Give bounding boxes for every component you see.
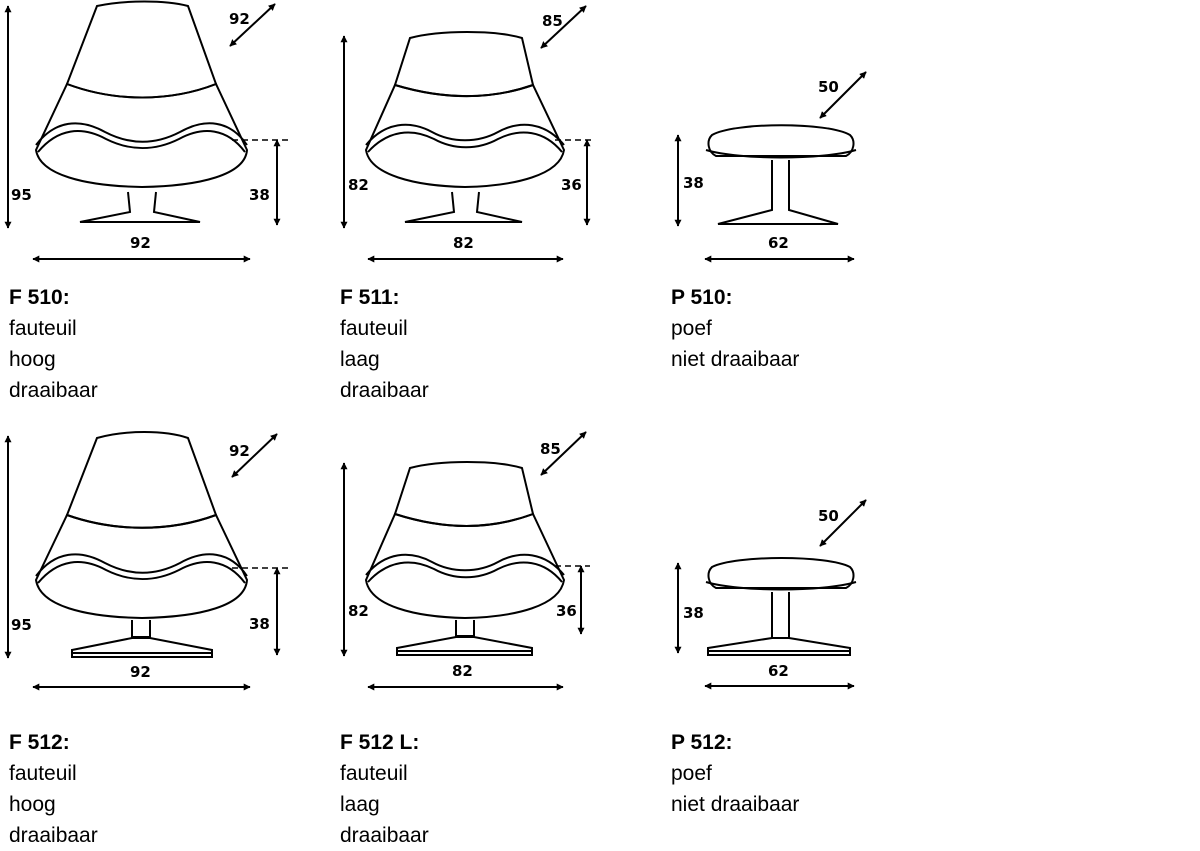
description-line: hoog — [9, 793, 56, 816]
depth-label: 50 — [818, 78, 839, 96]
description-line: niet draaibaar — [671, 793, 800, 816]
caption-p512: P 512: poef niet draaibaar — [671, 727, 799, 820]
chair-f512l-drawing — [364, 461, 566, 656]
width-label: 62 — [768, 234, 789, 252]
width-label: 82 — [452, 662, 473, 680]
height-label: 38 — [683, 174, 704, 192]
product-code: P 510: — [671, 286, 733, 309]
description-line: draaibaar — [340, 379, 429, 402]
description-line: draaibaar — [340, 824, 429, 847]
description-line: draaibaar — [9, 824, 98, 847]
chair-f511-drawing — [364, 31, 566, 223]
caption-f511: F 511: fauteuil laag draaibaar — [340, 282, 429, 406]
seat-height-label: 36 — [556, 602, 577, 620]
caption-p510: P 510: poef niet draaibaar — [671, 282, 799, 375]
dims-f512: 95 92 38 92 — [4, 433, 290, 691]
chair-f510-drawing — [34, 0, 249, 223]
depth-label: 92 — [229, 442, 250, 460]
depth-label: 92 — [229, 10, 250, 28]
description-line: hoog — [9, 348, 56, 371]
height-label: 95 — [11, 616, 32, 634]
caption-f512: F 512: fauteuil hoog draaibaar — [9, 727, 98, 851]
description-line: fauteuil — [9, 317, 77, 340]
dims-p510: 38 62 50 — [674, 71, 867, 263]
caption-f510: F 510: fauteuil hoog draaibaar — [9, 282, 98, 406]
dims-f512l: 82 82 36 85 — [340, 431, 590, 691]
description-line: poef — [671, 762, 712, 785]
description-line: fauteuil — [340, 317, 408, 340]
pouf-p510-drawing — [705, 124, 857, 225]
width-label: 62 — [768, 662, 789, 680]
width-label: 92 — [130, 663, 151, 681]
description-line: fauteuil — [9, 762, 77, 785]
product-code: F 512 L: — [340, 731, 420, 754]
pouf-p512-drawing — [705, 557, 857, 656]
caption-f512l: F 512 L: fauteuil laag draaibaar — [340, 727, 429, 851]
description-line: draaibaar — [9, 379, 98, 402]
description-line: laag — [340, 348, 380, 371]
description-line: fauteuil — [340, 762, 408, 785]
description-line: niet draaibaar — [671, 348, 800, 371]
dims-f510: 95 92 38 92 — [4, 3, 290, 263]
chair-f512-drawing — [34, 431, 249, 658]
seat-height-label: 38 — [249, 615, 270, 633]
product-code: F 510: — [9, 286, 70, 309]
height-label: 82 — [348, 176, 369, 194]
dims-f511: 82 82 36 85 — [340, 5, 595, 263]
depth-label: 85 — [542, 12, 563, 30]
product-code: F 512: — [9, 731, 70, 754]
product-code: P 512: — [671, 731, 733, 754]
height-label: 95 — [11, 186, 32, 204]
seat-height-label: 38 — [249, 186, 270, 204]
description-line: laag — [340, 793, 380, 816]
product-code: F 511: — [340, 286, 400, 309]
depth-label: 50 — [818, 507, 839, 525]
seat-height-label: 36 — [561, 176, 582, 194]
dims-p512: 38 62 50 — [674, 499, 867, 690]
height-label: 82 — [348, 602, 369, 620]
description-line: poef — [671, 317, 712, 340]
height-label: 38 — [683, 604, 704, 622]
width-label: 82 — [453, 234, 474, 252]
width-label: 92 — [130, 234, 151, 252]
depth-label: 85 — [540, 440, 561, 458]
